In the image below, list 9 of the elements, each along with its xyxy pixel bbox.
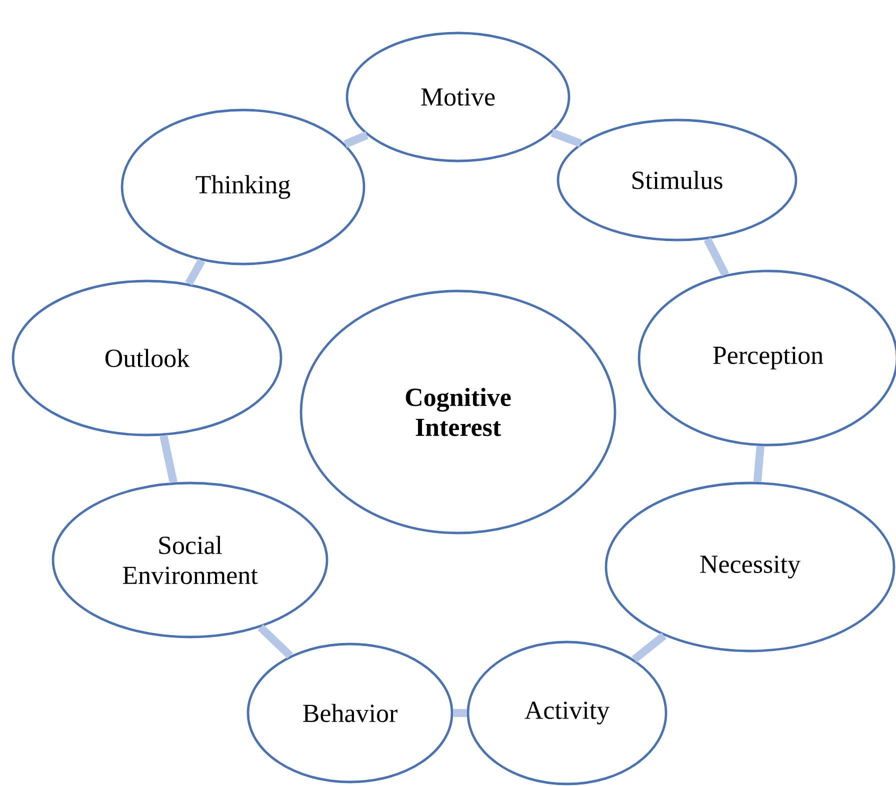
connector-line <box>453 709 467 717</box>
connector-line <box>344 131 369 148</box>
connector-line <box>550 128 582 148</box>
connector-line <box>160 434 178 484</box>
connector-line <box>632 632 666 663</box>
connector-line <box>704 237 729 276</box>
connector-line <box>258 624 293 659</box>
connector-line <box>753 446 764 482</box>
connector-line <box>185 258 206 286</box>
